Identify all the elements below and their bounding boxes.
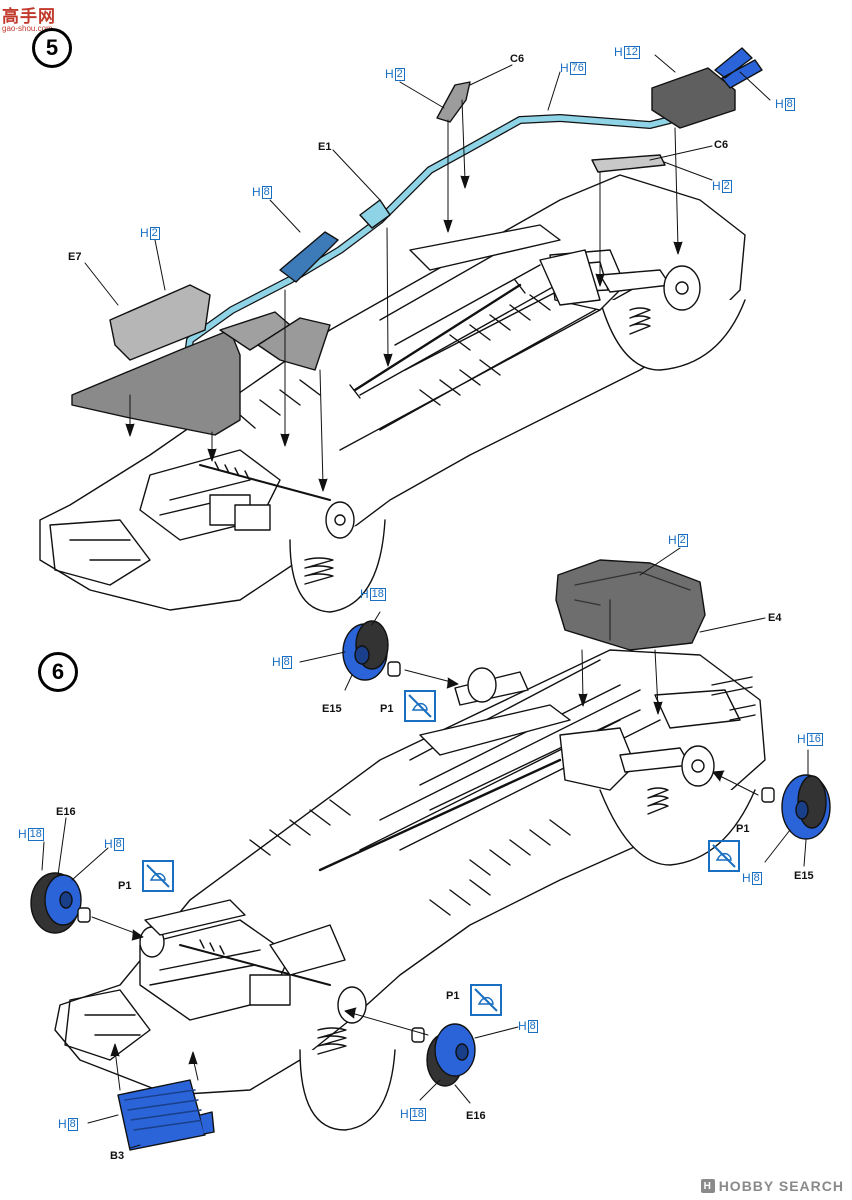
e16-drum-bottom bbox=[426, 1023, 476, 1087]
label-e16-left: E16 bbox=[56, 806, 76, 818]
step5-chassis-drawing bbox=[39, 174, 746, 613]
label-e4: E4 bbox=[768, 612, 782, 624]
label-c6-top: C6 bbox=[510, 53, 525, 65]
label-e15-left: E15 bbox=[322, 703, 342, 715]
e7-crossmember bbox=[71, 329, 241, 436]
middle-muffler bbox=[279, 231, 339, 283]
hobby-search-logo-icon: H bbox=[700, 1179, 715, 1193]
label-p1-bottom: P1 bbox=[446, 990, 460, 1002]
label-e1: E1 bbox=[318, 141, 332, 153]
label-p1-top: P1 bbox=[380, 703, 394, 715]
label-p1-left: P1 bbox=[118, 880, 132, 892]
no-paint-icon-bottom bbox=[470, 984, 502, 1016]
label-e15-right: E15 bbox=[794, 870, 814, 882]
watermark-bottom-right: H HOBBY SEARCH bbox=[700, 1178, 844, 1194]
step-number-6: 6 bbox=[38, 652, 78, 692]
label-p1-right: P1 bbox=[736, 823, 750, 835]
watermark-subtext: gao-shou.com bbox=[2, 24, 53, 33]
step-number-5: 5 bbox=[32, 28, 72, 68]
watermark-top-left: 高手网 gao-shou.com bbox=[2, 2, 56, 33]
no-paint-icon-right bbox=[708, 840, 740, 872]
no-paint-icon-top bbox=[404, 690, 436, 722]
control-arm bbox=[257, 317, 331, 371]
rear-silencer bbox=[651, 67, 736, 129]
watermark-bottom-text: HOBBY SEARCH bbox=[718, 1178, 844, 1194]
c6-bracket-top bbox=[436, 81, 471, 123]
e15-disc-right bbox=[781, 774, 831, 840]
label-e7: E7 bbox=[68, 251, 82, 263]
label-c6-mid: C6 bbox=[714, 139, 729, 151]
c6-arm-mid bbox=[591, 154, 666, 173]
e16-drum-left bbox=[30, 872, 82, 934]
no-paint-icon-left bbox=[142, 860, 174, 892]
label-b3: B3 bbox=[110, 1150, 125, 1162]
label-e16-bottom: E16 bbox=[466, 1110, 486, 1122]
e1-hanger bbox=[359, 199, 391, 229]
watermark-text: 高手网 bbox=[2, 7, 56, 26]
step6-chassis-drawing bbox=[54, 649, 766, 1131]
e15-disc-top-left bbox=[342, 620, 389, 681]
tail-pipes bbox=[714, 47, 763, 89]
